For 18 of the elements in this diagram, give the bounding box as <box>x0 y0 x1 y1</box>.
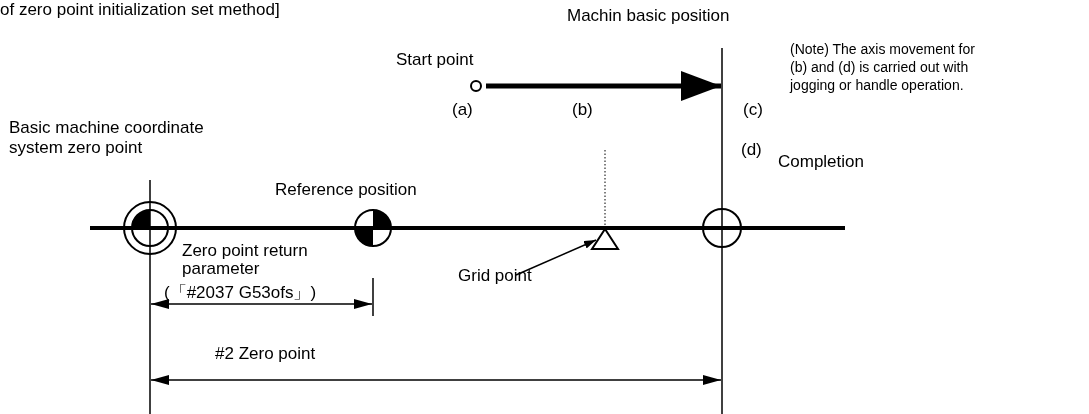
arrow <box>515 239 597 276</box>
point-label: Start point <box>396 50 474 70</box>
position-label: Reference position <box>275 180 417 200</box>
step-label: (c) <box>743 100 763 120</box>
step-label: (a) <box>452 100 473 120</box>
note-text: (Note) The axis movement for (b) and (d) is carried out with jogging or handle operation. <box>790 40 976 94</box>
arrow <box>486 71 721 101</box>
position-label: Completion <box>778 152 864 172</box>
point-label: Grid point <box>458 266 534 288</box>
diagram-title: of zero point initialization set method] <box>0 0 280 20</box>
grid-point-marker <box>590 228 620 250</box>
position-label: Basic machine coordinate system zero point <box>9 118 205 158</box>
position-label: Machin basic position <box>567 6 730 26</box>
step-label: (d) <box>741 140 762 160</box>
dimension-label: #2 Zero point <box>215 344 316 364</box>
dimension-label: Zero point return parameter <box>182 242 309 278</box>
step-label: (b) <box>572 100 593 120</box>
dimension-label: (「#2037 G53ofs」) <box>164 283 317 303</box>
